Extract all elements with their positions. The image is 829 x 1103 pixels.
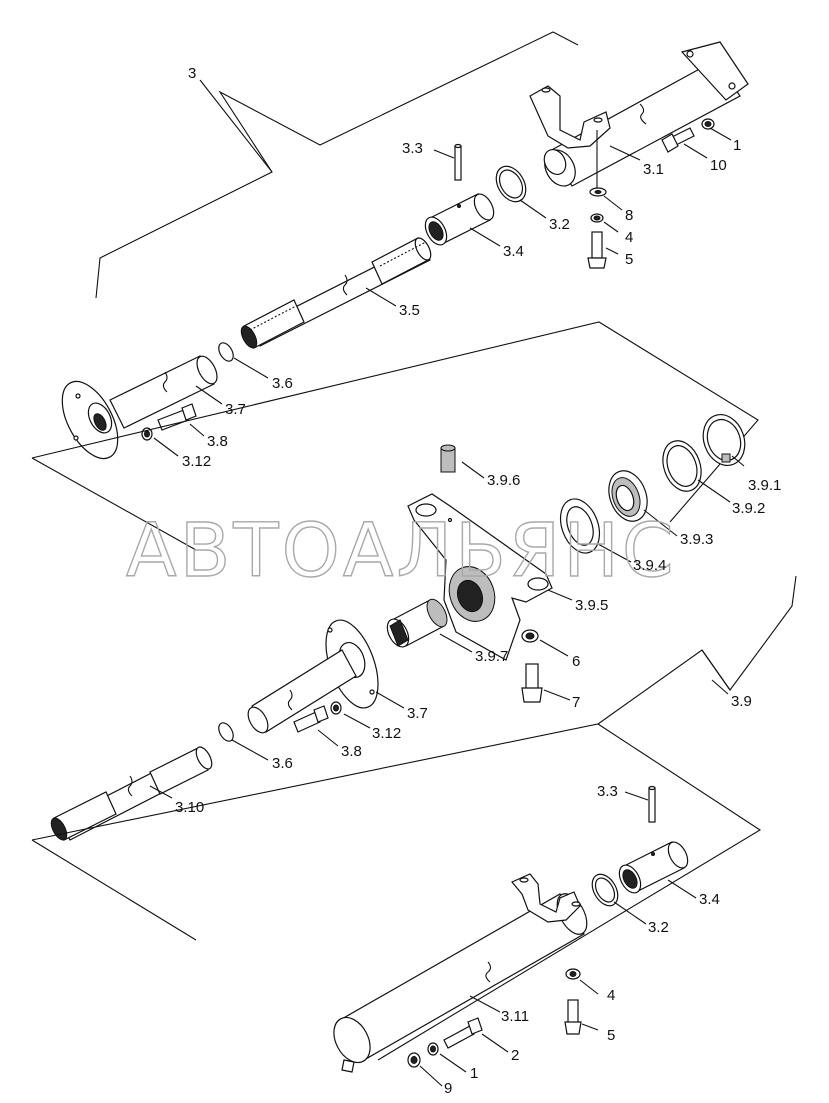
flange-shaft-3-7-top (61, 355, 218, 460)
callout-3-7-top: 3.7 (225, 401, 246, 418)
callout-3-3-bottom: 3.3 (597, 783, 618, 800)
bushing-3-4-top (424, 193, 495, 246)
fasteners-bottom (407, 968, 582, 1068)
flange-shaft-3-7-middle (247, 619, 379, 734)
leader-lines (149, 127, 745, 1087)
callout-1-bottom: 1 (470, 1065, 478, 1082)
callout-3-10: 3.10 (175, 799, 204, 816)
callout-3-9-7: 3.9.7 (475, 648, 508, 665)
callout-3-5: 3.5 (399, 302, 420, 319)
callout-3-7-middle: 3.7 (407, 705, 428, 722)
callout-3-8-top: 3.8 (207, 433, 228, 450)
callout-3-6-top: 3.6 (272, 375, 293, 392)
housing-tube-3-11 (333, 873, 588, 1073)
callout-3-12-middle: 3.12 (372, 725, 401, 742)
pin-3-3-bottom (648, 785, 656, 823)
callout-10: 10 (710, 157, 727, 174)
splined-shaft-3-10 (50, 746, 213, 841)
group-3-boundary (95, 31, 579, 299)
splined-shaft-3-5 (240, 237, 432, 349)
callout-5-top: 5 (625, 251, 633, 268)
pin-3-9-6 (440, 444, 456, 473)
group-bottom-boundary (31, 723, 762, 1061)
fasteners-middle (521, 629, 543, 703)
callout-3-9-5: 3.9.5 (575, 597, 608, 614)
callout-2: 2 (511, 1047, 519, 1064)
bearing-3-9-3 (608, 470, 648, 522)
ring-3-9-2 (662, 440, 702, 492)
callout-9: 9 (444, 1080, 452, 1097)
callout-7: 7 (572, 694, 580, 711)
callout-3-9-6: 3.9.6 (487, 472, 520, 489)
callout-3-1: 3.1 (643, 161, 664, 178)
watermark: АВТОАЛЬЯНС (126, 508, 677, 594)
callout-3-2-bottom: 3.2 (648, 919, 669, 936)
callout-group-3: 3 (188, 65, 196, 82)
callout-3-8-middle: 3.8 (341, 743, 362, 760)
callout-4-bottom: 4 (607, 987, 615, 1004)
callout-4-top: 4 (625, 229, 633, 246)
seal-ring-3-2-top (495, 165, 527, 203)
bushing-3-4-bottom (618, 841, 689, 894)
seal-ring-3-2-bottom (591, 873, 619, 907)
callout-3-9-3: 3.9.3 (680, 531, 713, 548)
housing-tube-top (529, 41, 749, 187)
fasteners-top (587, 118, 715, 269)
bushing-3-9-7 (386, 598, 448, 648)
bolt-3-8-middle (293, 701, 342, 733)
callout-3-3-top: 3.3 (402, 140, 423, 157)
snap-ring-3-6-top (218, 342, 234, 362)
pin-3-3-top (454, 143, 462, 181)
bracket-3-9-5 (407, 493, 553, 661)
callout-8: 8 (625, 207, 633, 224)
callout-1-top: 1 (733, 137, 741, 154)
callout-5-bottom: 5 (607, 1027, 615, 1044)
callout-6: 6 (572, 653, 580, 670)
callout-3-11: 3.11 (501, 1008, 529, 1025)
circlip-3-9-1 (702, 414, 746, 466)
snap-ring-3-6-middle (218, 722, 234, 742)
group-3-9-boundary (31, 321, 797, 725)
callout-group-3-9: 3.9 (731, 693, 752, 710)
callout-3-9-2: 3.9.2 (732, 500, 765, 517)
callout-3-4-bottom: 3.4 (699, 891, 720, 908)
callout-3-12-top: 3.12 (182, 453, 211, 470)
callout-3-6-middle: 3.6 (272, 755, 293, 772)
seal-3-9-4 (559, 498, 601, 554)
callout-3-2-top: 3.2 (549, 216, 570, 233)
callout-3-4-top: 3.4 (503, 243, 524, 260)
callout-3-9-1: 3.9.1 (748, 477, 781, 494)
callout-3-9-4: 3.9.4 (633, 557, 666, 574)
